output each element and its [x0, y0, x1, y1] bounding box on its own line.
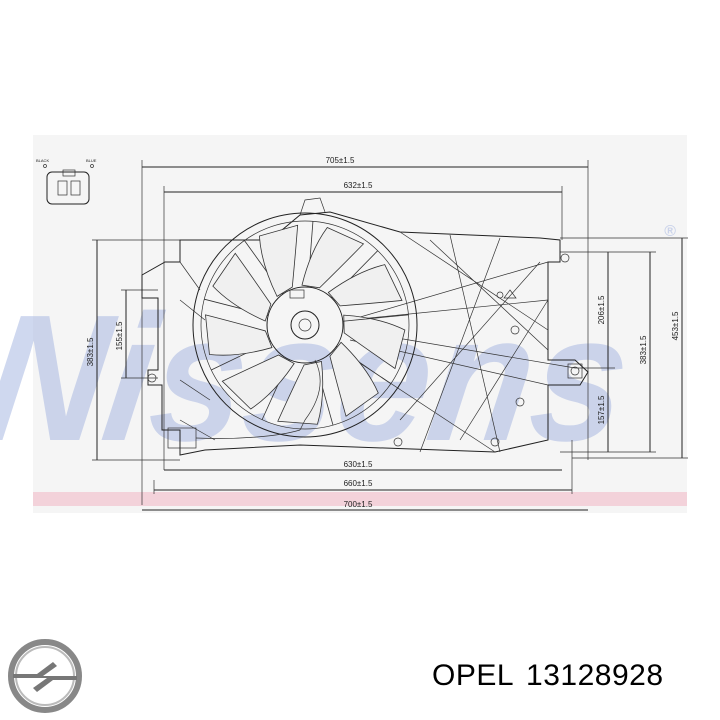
dimension-top-inner-label: 632±1.5 [344, 181, 373, 190]
dimension-bottom-mid-label: 660±1.5 [344, 479, 373, 488]
mount-hole-icon [570, 366, 580, 376]
motor-wire [299, 359, 321, 431]
fan-blade [329, 341, 379, 417]
dimension-bottom-inner-label: 630±1.5 [344, 460, 373, 469]
fan-blade [301, 227, 365, 289]
connector-sketch: BLACK BLUE [36, 158, 97, 205]
dimension-right-mid-label: 383±1.5 [639, 335, 648, 364]
mount-hole-icon [490, 437, 500, 447]
fan-spoke [342, 314, 409, 322]
fan-blade [258, 224, 299, 297]
motor-housing [266, 286, 344, 364]
connector-pin2-label: BLUE [86, 158, 97, 163]
hub-center [298, 318, 312, 332]
mount-hole-icon [560, 253, 570, 263]
fan-blade [277, 360, 324, 425]
fan-shroud [141, 197, 589, 456]
pin2-marker-icon [90, 164, 94, 168]
dimension-right-lower: 157±1.5 [560, 368, 615, 453]
mount-tab [567, 363, 583, 379]
fan-blade [221, 354, 295, 410]
pink-band [33, 492, 687, 506]
dimension-right-lower-label: 157±1.5 [597, 395, 606, 424]
fan-blade [212, 252, 272, 322]
registered-mark: ® [664, 223, 676, 240]
brand-name: OPEL [432, 659, 515, 692]
fan-ring [192, 212, 418, 438]
dimension-left-outer: 383±1.5 [86, 239, 180, 461]
fan-assembly [167, 212, 418, 449]
dimension-right-outer: 453±1.5 [560, 237, 688, 459]
dimension-right-mid: 383±1.5 [615, 251, 656, 453]
mount-hole-icon [147, 373, 157, 383]
dimension-right-outer-label: 453±1.5 [671, 311, 680, 340]
connector-body [46, 171, 90, 205]
pin1-marker-icon [43, 164, 47, 168]
dimension-bottom-mid: 660±1.5 [153, 440, 573, 494]
connector-pin1-label: BLACK [36, 158, 49, 163]
dimension-top-outer-label: 705±1.5 [326, 156, 355, 165]
mount-hole-icon [496, 291, 504, 299]
fan-blades [204, 221, 409, 426]
arrow-marker-icon [503, 289, 517, 299]
dimension-top-outer: 705±1.5 [141, 156, 589, 505]
connector-latch [62, 169, 76, 177]
dimension-left-inner-label: 155±1.5 [115, 321, 124, 350]
opel-logo-icon [8, 639, 82, 713]
connector-pin2-slot [70, 180, 81, 196]
fan-blade [343, 314, 406, 370]
dimension-left-inner: 155±1.5 [115, 289, 158, 379]
dimension-bottom-outer-label: 700±1.5 [344, 500, 373, 509]
motor-hub [290, 310, 320, 340]
fan-blade [327, 264, 403, 307]
part-number: 13128928 [526, 659, 664, 692]
fan-blade [205, 314, 273, 356]
dimension-left-outer-label: 383±1.5 [86, 337, 95, 366]
dimension-right-upper-label: 206±1.5 [597, 295, 606, 324]
footer-brand: OPEL 13128928 [432, 659, 676, 693]
mount-hole-icon [515, 397, 525, 407]
dimension-top-inner: 632±1.5 [163, 181, 563, 470]
dimension-bottom-outer: 700±1.5 [142, 500, 588, 511]
motor-terminal [289, 289, 305, 299]
connector-pin1-slot [57, 180, 68, 196]
mount-hole-icon [393, 437, 403, 447]
mount-hole-icon [510, 325, 520, 335]
dimension-bottom-inner: 630±1.5 [164, 460, 562, 471]
